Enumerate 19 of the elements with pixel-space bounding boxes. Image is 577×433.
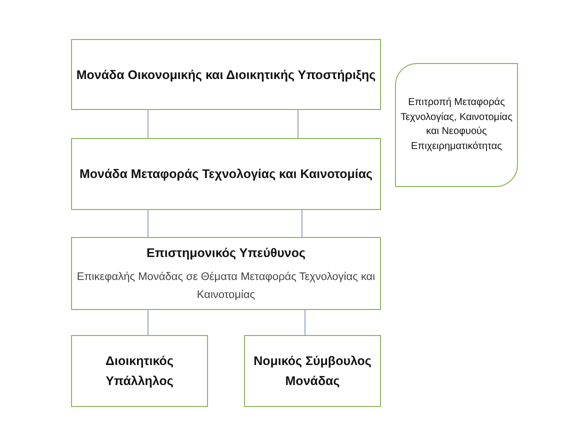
box-title: Επιστημονικός Υπεύθυνος [146, 244, 306, 262]
box-title: Μονάδα Μεταφοράς Τεχνολογίας και Καινοτομίας [79, 166, 373, 183]
connector-line [304, 310, 306, 335]
org-unit-box [71, 39, 381, 110]
connector-line [147, 310, 149, 335]
box-title: Μονάδα Οικονομικής και Διοικητικής Υποστήριξης [76, 66, 376, 84]
connector-line [147, 210, 149, 237]
connector-line [147, 110, 149, 138]
connector-line [301, 210, 303, 237]
org-unit-box [71, 138, 381, 210]
connector-line [297, 110, 299, 138]
box-title: Νομικός Σύμβουλος Μονάδας [252, 353, 372, 390]
org-unit-box [71, 237, 381, 310]
box-subtitle: Επικεφαλής Μονάδας σε Θέματα Μεταφοράς Τεχνολογίας και Καινοτομίας [76, 270, 376, 302]
box-title: Διοικητικός Υπάλληλος [104, 353, 174, 390]
committee-box [395, 63, 518, 187]
box-title: Επιτροπή Μεταφοράς Τεχνολογίας, Καινοτομίας και Νεοφυούς Επιχειρηματικότητας [400, 96, 514, 154]
org-unit-box [244, 335, 381, 407]
org-unit-box [71, 335, 208, 407]
